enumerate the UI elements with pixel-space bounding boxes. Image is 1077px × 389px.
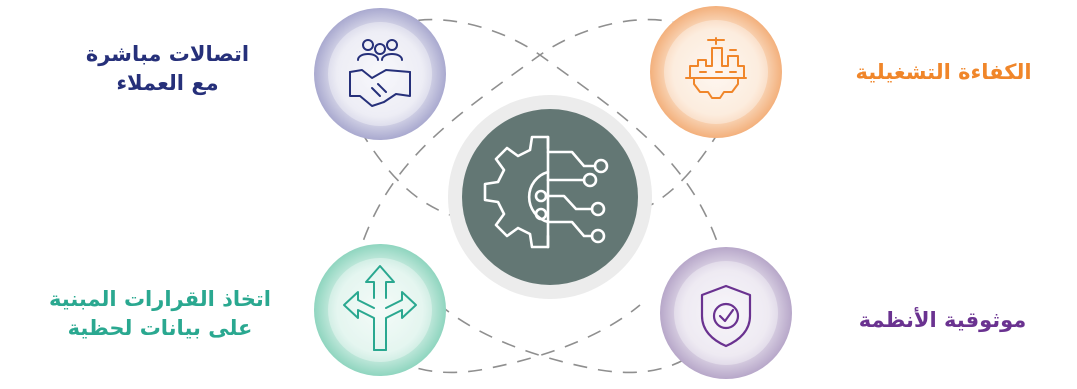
label-line: اتصالات مباشرة — [85, 42, 250, 66]
shield-check-icon — [700, 284, 752, 348]
node-data-driven-decisions — [314, 244, 446, 376]
label-line: مع العملاء — [116, 71, 219, 95]
node-customer-communication — [314, 8, 446, 140]
loop-left-to-right — [371, 18, 727, 374]
node-system-reliability — [660, 247, 792, 379]
label-line: الكفاءة التشغيلية — [855, 60, 1032, 84]
label-operational-efficiency: الكفاءة التشغيلية — [816, 58, 1071, 87]
label-line: على بيانات لحظية — [67, 316, 253, 340]
ai-gear-circuit-icon — [483, 135, 609, 249]
label-line: موثوقية الأنظمة — [858, 308, 1027, 332]
label-system-reliability: موثوقية الأنظمة — [815, 306, 1070, 335]
split-direction-arrows-icon — [343, 265, 417, 351]
label-data-driven-decisions: اتخاذ القرارات المبنية على بيانات لحظية — [25, 285, 295, 343]
label-line: اتخاذ القرارات المبنية — [49, 287, 271, 311]
handshake-team-icon — [349, 39, 411, 107]
loop-right-to-left — [353, 18, 709, 374]
label-customer-communication: اتصالات مباشرة مع العملاء — [60, 40, 275, 98]
node-operational-efficiency — [650, 6, 782, 138]
factory-gear-icon — [685, 37, 747, 99]
center-node — [448, 95, 652, 299]
connector-top-left — [359, 129, 451, 216]
